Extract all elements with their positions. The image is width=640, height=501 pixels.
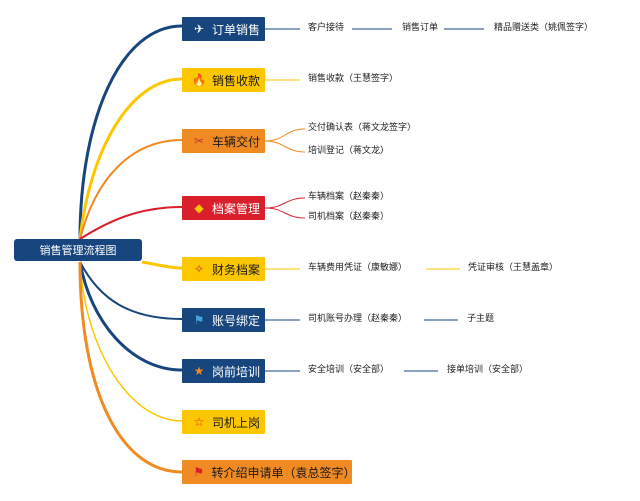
leaf-driver-account[interactable]: 司机账号办理（赵秦秦） (308, 314, 408, 324)
connector-onboard (79, 261, 183, 422)
leaf-vehicle-archive[interactable]: 车辆档案（赵秦秦） (308, 192, 390, 202)
leaf-driver-archive[interactable]: 司机档案（赵秦秦） (308, 212, 390, 222)
red-flag-icon: ⚑ (193, 465, 205, 479)
leaf-safety-training[interactable]: 安全培训（安全部） (308, 365, 390, 375)
leaf-subtopic[interactable]: 子主题 (467, 314, 495, 324)
branch-label: 司机上岗 (212, 415, 261, 430)
leaf-order-training[interactable]: 接单培训（安全部） (447, 365, 529, 375)
connector-archive (79, 206, 183, 240)
branch-label: 订单销售 (212, 22, 261, 37)
wand-icon: ✧ (193, 262, 205, 276)
flame-icon: 🔥 (191, 73, 207, 87)
branch-label: 财务档案 (212, 262, 261, 277)
connector-delivery (79, 139, 183, 240)
branch-payment[interactable]: 🔥 销售收款 (182, 68, 265, 92)
connector-referral (78, 261, 183, 474)
leaf-sales-payment[interactable]: 销售收款（王慧签字） (308, 74, 399, 84)
leaf-sales-order[interactable]: 销售订单 (402, 23, 439, 33)
leaf-gift-category[interactable]: 精品赠送类（姚佩签字） (494, 23, 594, 33)
branch-onboard[interactable]: ☆ 司机上岗 (182, 410, 265, 434)
leaf-voucher-review[interactable]: 凭证审核（王慧盖章） (468, 263, 559, 273)
branch-referral[interactable]: ⚑ 转介绍申请单（袁总签字） (182, 460, 356, 484)
diamond-icon: ◆ (194, 201, 204, 215)
root-node[interactable]: 销售管理流程图 (14, 239, 142, 261)
branch-label: 转介绍申请单（袁总签字） (211, 465, 356, 480)
branch-label: 岗前培训 (212, 364, 261, 379)
connector-payment (78, 77, 183, 240)
flag-icon: ⚑ (193, 313, 205, 327)
star-icon: ★ (193, 364, 205, 378)
branch-label: 档案管理 (212, 201, 261, 216)
connector-order-sales (78, 24, 183, 240)
leaf-customer-reception[interactable]: 客户接待 (308, 23, 345, 33)
connector-finance (141, 260, 183, 270)
branch-label: 账号绑定 (212, 313, 261, 328)
branch-account[interactable]: ⚑ 账号绑定 (182, 308, 265, 332)
branch-label: 车辆交付 (212, 134, 261, 149)
connector-training (78, 261, 183, 372)
connector-account (79, 261, 183, 320)
branch-archive[interactable]: ◆ 档案管理 (182, 196, 265, 220)
branch-label: 销售收款 (212, 73, 261, 88)
branch-delivery[interactable]: ✂ 车辆交付 (182, 129, 265, 153)
leaf-vehicle-expense[interactable]: 车辆费用凭证（康敏娜） (308, 263, 408, 273)
leaf-delivery-confirm[interactable]: 交付确认表（蒋文龙签字） (308, 123, 417, 133)
branch-training[interactable]: ★ 岗前培训 (182, 359, 265, 383)
branch-finance[interactable]: ✧ 财务档案 (182, 257, 265, 281)
star-outline-icon: ☆ (193, 415, 205, 429)
branch-order-sales[interactable]: ✈ 订单销售 (182, 17, 265, 41)
tools-icon: ✂ (193, 134, 205, 148)
leaf-training-register[interactable]: 培训登记（蒋文龙） (308, 146, 390, 156)
paper-plane-icon: ✈ (193, 22, 205, 36)
